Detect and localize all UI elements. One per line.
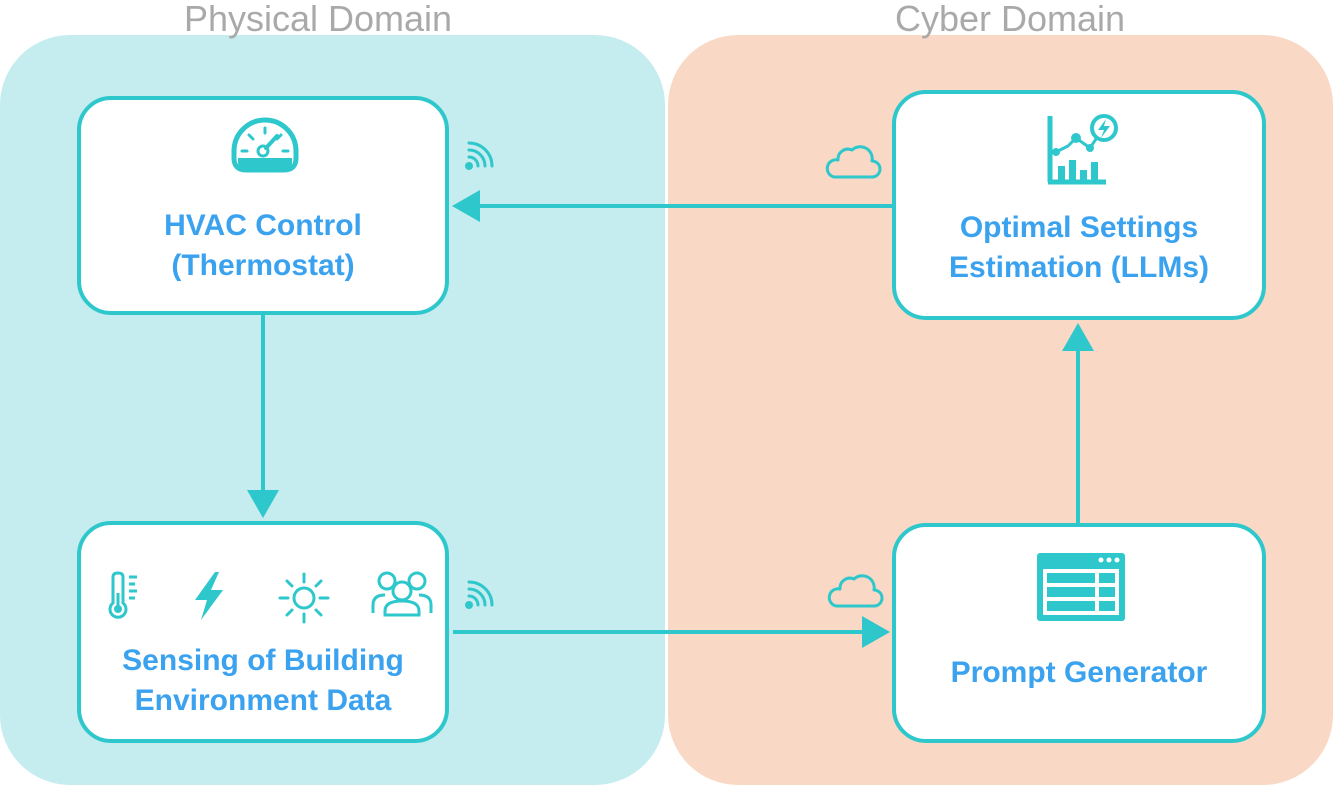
gauge-icon	[231, 117, 299, 173]
hvac-label-line1: HVAC Control	[164, 209, 362, 242]
optimal-label-line1: Optimal Settings	[959, 211, 1199, 244]
sensing-label: Sensing of Building Environment Data	[81, 641, 445, 721]
optimal-settings-node: Optimal Settings Estimation (LLMs)	[892, 90, 1266, 320]
hvac-control-label: HVAC Control (Thermostat)	[81, 206, 445, 286]
optimal-settings-label: Optimal Settings Estimation (LLMs)	[896, 208, 1262, 288]
sun-icon	[278, 572, 330, 624]
physical-domain-title: Physical Domain	[183, 0, 453, 39]
people-icon	[371, 571, 433, 617]
browser-window-icon	[1037, 553, 1125, 621]
cyber-domain-title: Cyber Domain	[894, 0, 1126, 39]
prompt-generator-label: Prompt Generator	[950, 656, 1208, 689]
lightning-icon	[195, 572, 223, 620]
hvac-label-line2: (Thermostat)	[171, 249, 355, 282]
thermometer-icon	[108, 571, 137, 619]
optimal-label-line2: Estimation (LLMs)	[949, 251, 1209, 284]
analytics-chart-icon	[1047, 114, 1118, 185]
sensing-node: Sensing of Building Environment Data	[77, 521, 449, 743]
hvac-control-node: HVAC Control (Thermostat)	[77, 96, 449, 315]
sensing-label-line1: Sensing of Building	[122, 644, 404, 677]
sensing-label-line2: Environment Data	[134, 684, 392, 717]
prompt-generator-node: Prompt Generator	[892, 523, 1266, 743]
